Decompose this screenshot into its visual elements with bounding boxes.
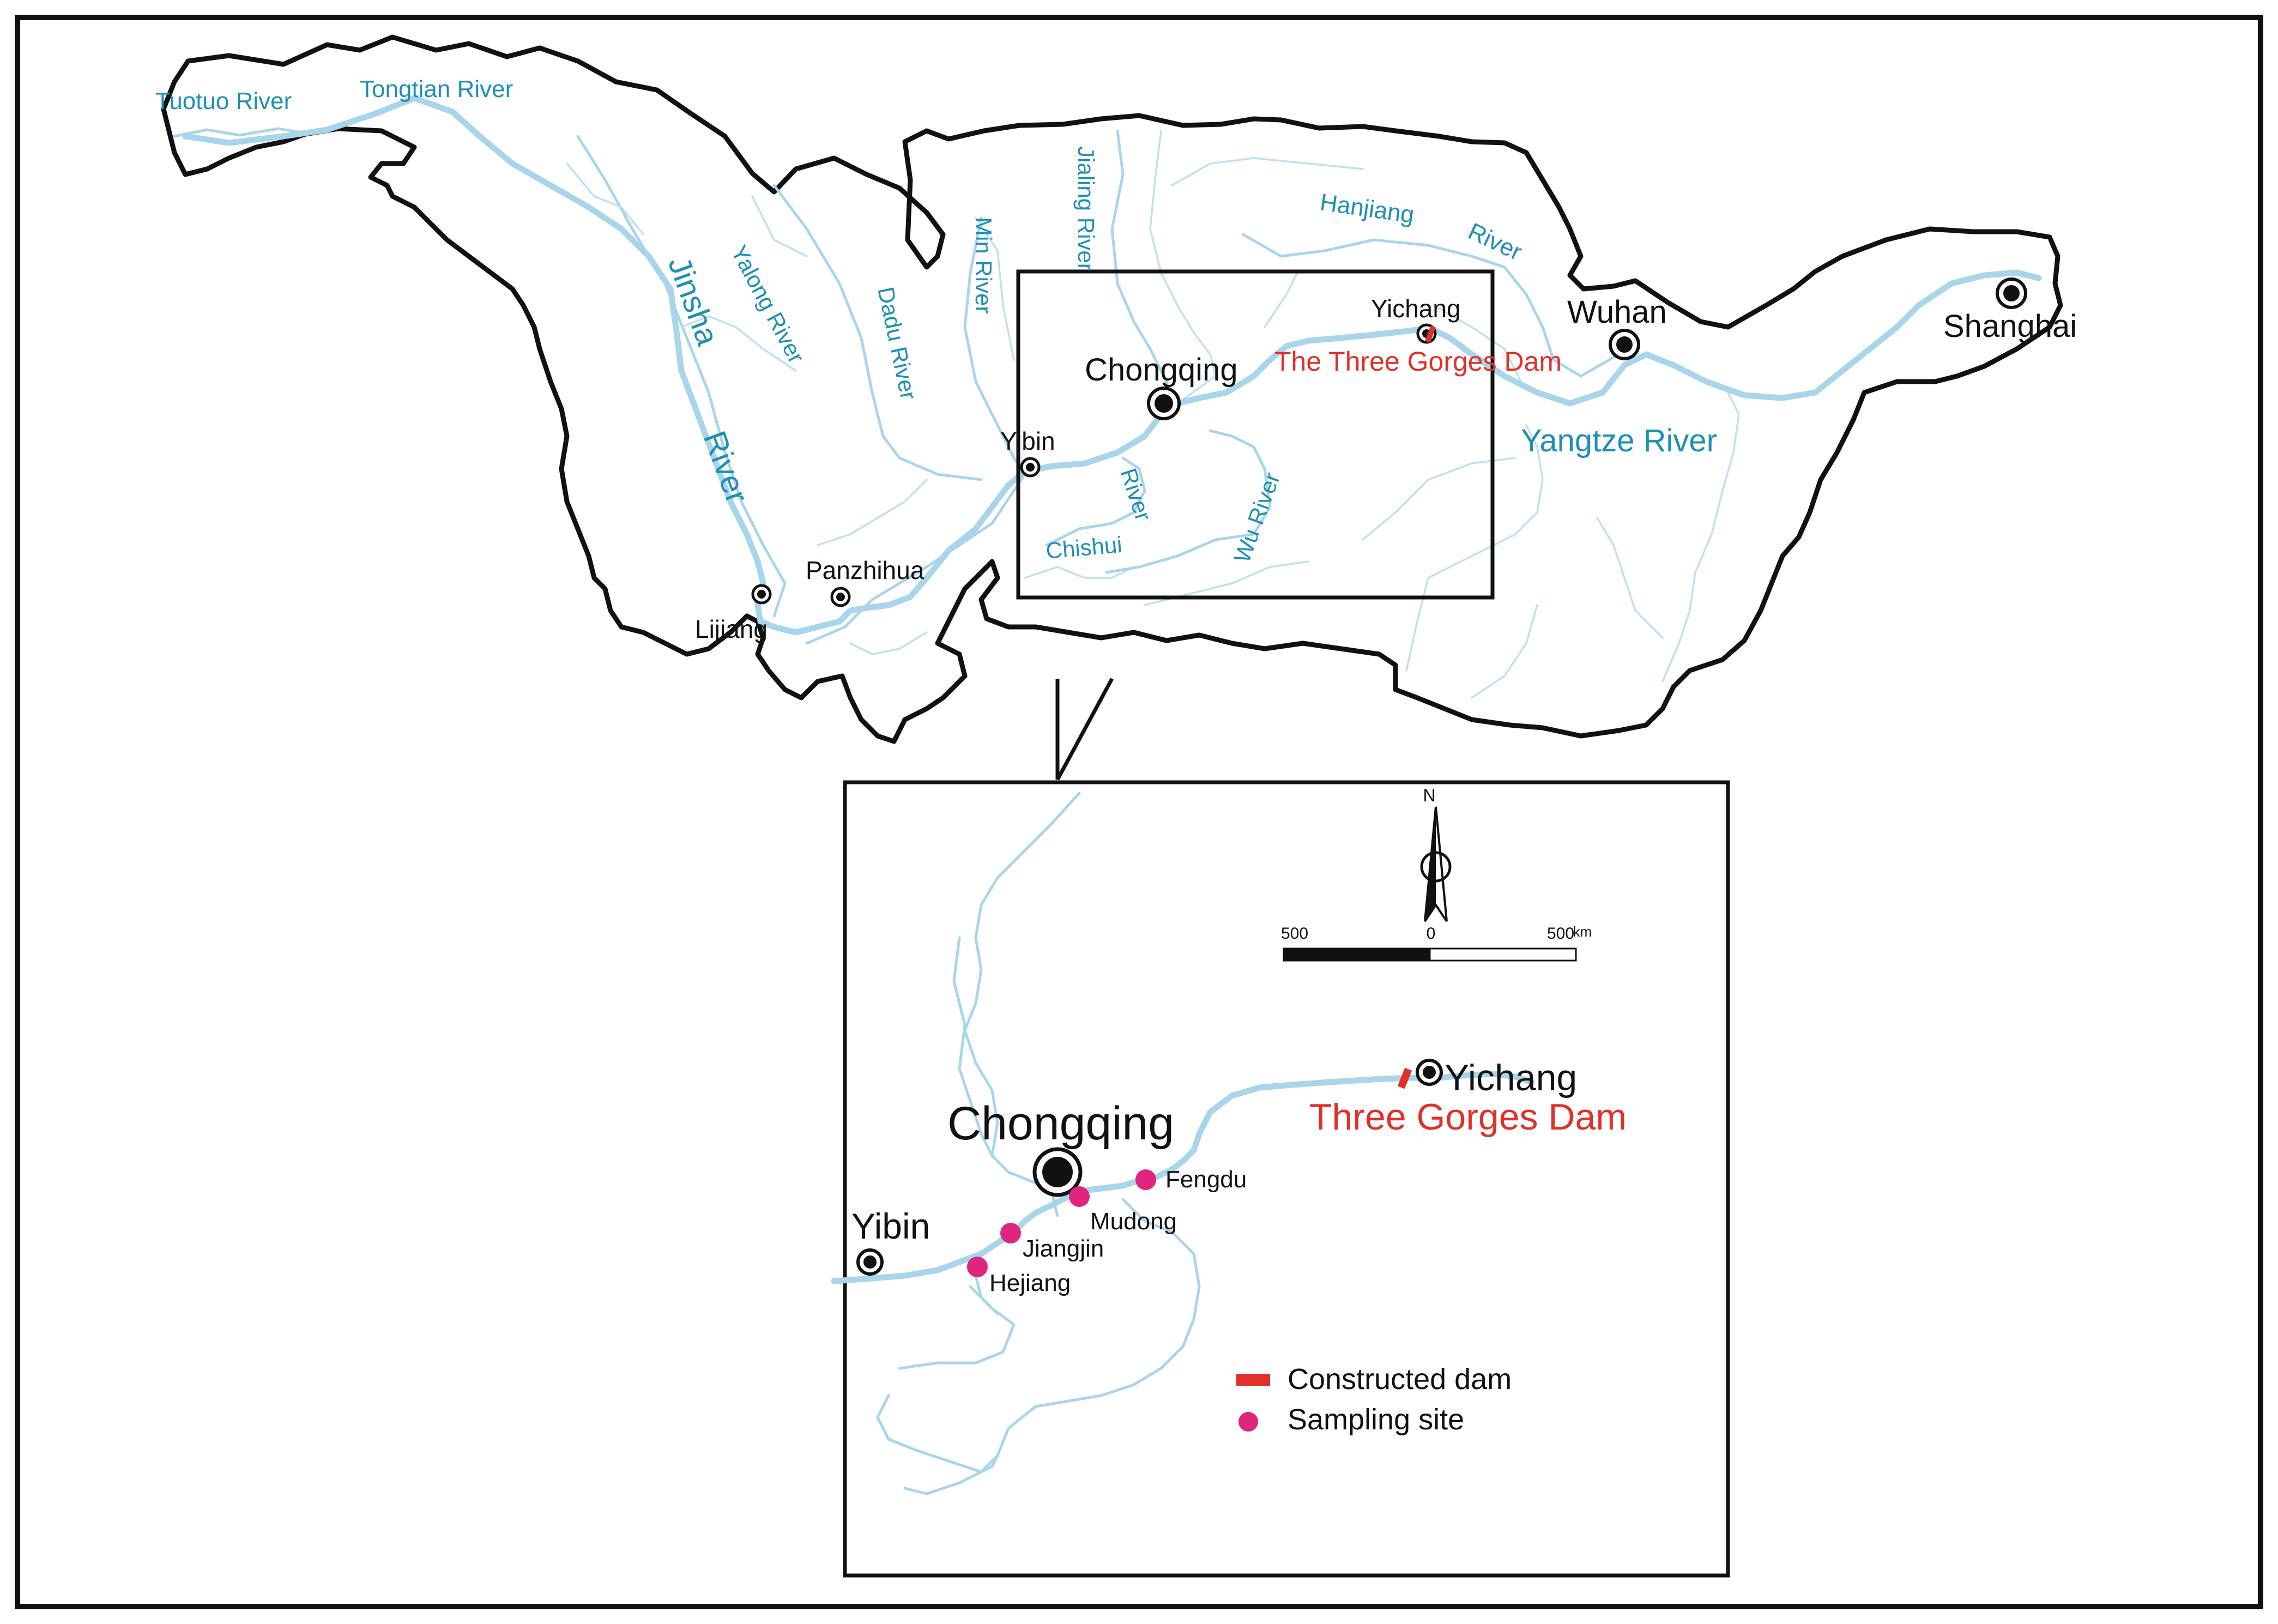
overview-map: Tuotuo River Tongtian River Jinsha River… (155, 34, 2077, 781)
callout-line-right (1055, 678, 1114, 781)
inset-yichang-marker (1416, 1059, 1443, 1086)
panzhihua-marker (830, 587, 851, 607)
overview-dam-marker (1425, 325, 1436, 343)
poyang-tributary-line (1661, 391, 1740, 683)
fengdu-label: Fengdu (1165, 1166, 1247, 1193)
dadu-river-line (772, 184, 983, 481)
inset-chongqing-label: Chongqing (947, 1097, 1174, 1150)
inset-jialing-west-branch (952, 936, 994, 1157)
lijiang-marker (751, 584, 772, 605)
dadu-upper-line (751, 195, 808, 257)
yibin-marker (1020, 457, 1041, 478)
inset-south-river (876, 1394, 1070, 1474)
three-gorges-dam-label: The Three Gorges Dam (1274, 346, 1562, 377)
north-arrow: N (1420, 786, 1452, 922)
poyang-branch-line (1596, 517, 1664, 639)
yangtze-river-label: Yangtze River (1521, 423, 1717, 458)
wuhan-marker (1609, 329, 1640, 360)
basin-boundary (161, 34, 2063, 744)
study-area-box (1016, 269, 1495, 600)
inset-frame (843, 780, 1730, 1578)
panzhihua-label: Panzhihua (806, 556, 925, 584)
shanghai-marker (1996, 277, 2027, 309)
yalong-upper-line (566, 162, 644, 236)
chongqing-label: Chongqing (1085, 352, 1238, 388)
jinsha-south-branch-line (849, 631, 928, 655)
inset-yibin-label: Yibin (851, 1206, 930, 1246)
shanghai-label: Shanghai (1943, 309, 2077, 344)
inset-wu-river (1067, 1198, 1201, 1403)
chongqing-marker (1147, 387, 1181, 420)
jiangjin-label: Jiangjin (1023, 1235, 1104, 1262)
jialing-branch-line (1149, 130, 1217, 405)
dongting-south-line (1471, 604, 1538, 699)
yichang-label: Yichang (1371, 294, 1461, 323)
chishui-river-line (1045, 456, 1146, 547)
yibin-label: Yibin (1000, 427, 1055, 455)
min-river-label: Min River (971, 217, 996, 313)
scale-center-label: 0 (1427, 925, 1436, 943)
south-tributary-line (1362, 457, 1516, 541)
mudong-site (1069, 1186, 1090, 1207)
mudong-label: Mudong (1090, 1208, 1177, 1235)
inset-dam-label: Three Gorges Dam (1309, 1096, 1627, 1138)
west-branch-2-line (817, 479, 928, 546)
inset-map: Chongqing Yibin Yichang Three Gorges Dam… (831, 780, 1730, 1578)
inset-dam-marker (1397, 1067, 1412, 1089)
inset-south-river-tail (903, 1454, 999, 1495)
jialing-river-line (1110, 129, 1174, 405)
tongtian-river-label: Tongtian River (360, 76, 513, 102)
scale-left-label: 500 (1281, 925, 1308, 943)
west-branch-1-line (680, 315, 797, 372)
scale-bar: 500 0 500 km (1281, 923, 1592, 962)
inset-yichang-label: Yichang (1445, 1057, 1577, 1098)
fengdu-site (1135, 1169, 1156, 1190)
scale-right-label: 500 (1547, 925, 1574, 943)
jialing-river-label: Jialing River (1073, 146, 1099, 271)
upper-yangtze-branch-line (1433, 304, 1522, 383)
legend-site-swatch (1238, 1412, 1258, 1432)
inset-yibin-marker (856, 1248, 884, 1276)
lijiang-label: Lijiang (695, 615, 768, 643)
legend-dam-swatch (1236, 1374, 1270, 1386)
jialing-east-branch-line (1264, 271, 1298, 328)
jiangjin-site (1000, 1223, 1021, 1243)
yalong-river-line (576, 135, 787, 618)
legend: Constructed dam Sampling site (1236, 1363, 1512, 1436)
min-river-branch-line (975, 217, 1015, 361)
hejiang-site (967, 1257, 988, 1277)
dongting-tributary-line (1405, 424, 1544, 672)
hanjiang-upper-line (1171, 157, 1364, 186)
jinsha-lower-branch-line (805, 473, 1026, 645)
chishui-west-line (1024, 566, 1135, 579)
wuhan-label: Wuhan (1567, 294, 1667, 330)
hanjiang-river-line (1241, 233, 1621, 378)
legend-site-label: Sampling site (1288, 1403, 1464, 1436)
north-label: N (1423, 786, 1435, 805)
tuotuo-river-line (173, 127, 307, 138)
inset-chongqing-marker (1032, 1147, 1083, 1197)
scale-unit-label: km (1573, 923, 1592, 940)
wu-river-line (1105, 429, 1272, 574)
legend-dam-label: Constructed dam (1288, 1363, 1512, 1396)
hejiang-label: Hejiang (989, 1270, 1071, 1296)
min-river-line (963, 216, 1026, 476)
tuotuo-river-label: Tuotuo River (155, 88, 292, 114)
